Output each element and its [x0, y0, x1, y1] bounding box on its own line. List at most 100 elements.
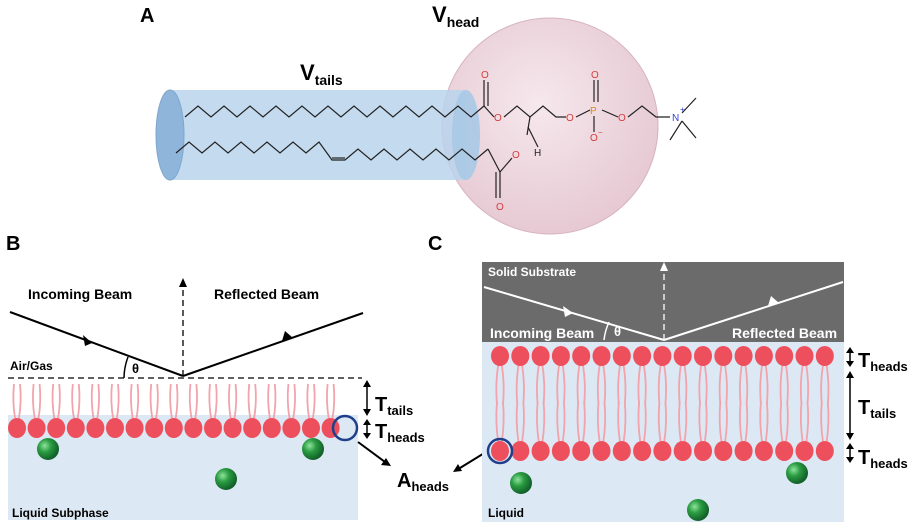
svg-text:Ttails: Ttails [858, 397, 896, 421]
lipid-molecule [184, 383, 203, 438]
ion-sphere [215, 468, 237, 490]
air-gas-label: Air/Gas [10, 359, 53, 373]
lipid-molecule [106, 383, 124, 438]
reflected-beam-label: Reflected Beam [214, 286, 319, 302]
lipid-molecule [673, 401, 692, 461]
reflected-beam-line [182, 312, 364, 377]
svg-text:O: O [591, 70, 599, 81]
svg-text:Theads: Theads [375, 421, 425, 445]
highlighted-head-circle [331, 414, 359, 442]
svg-text:P: P [590, 106, 597, 117]
lipid-molecule [531, 401, 550, 461]
lipid-molecule [815, 346, 834, 405]
lipid-monolayer [8, 383, 340, 438]
lipid-molecule [694, 346, 712, 405]
a-heads-annotation: Aheads [357, 441, 487, 494]
lipid-molecule [145, 383, 164, 438]
theta-label: θ [614, 324, 621, 339]
lipid-molecule [653, 346, 672, 405]
incoming-beam-label: Incoming Beam [28, 286, 132, 302]
v-head-label: Vhead [432, 2, 479, 30]
liquid-subphase-label: Liquid Subphase [12, 506, 109, 520]
t-heads-annotation: Theads [363, 419, 425, 445]
svg-text:O: O [566, 113, 574, 124]
angle-arc [123, 356, 129, 379]
tail-volume-cylinder [155, 89, 480, 181]
panel-a-letter: A [140, 5, 154, 27]
lipid-molecule [491, 346, 509, 405]
panel-c-letter: C [428, 233, 442, 255]
svg-text:N: N [672, 113, 679, 124]
svg-text:O: O [590, 133, 598, 144]
svg-text:+: + [680, 105, 685, 114]
lipid-molecule [551, 401, 570, 461]
lipid-molecule [572, 346, 591, 405]
lipid-molecule [633, 401, 652, 461]
ion-sphere [687, 499, 709, 521]
svg-text:H: H [534, 148, 541, 159]
lipid-bilayer [491, 346, 834, 461]
lipid-molecule [66, 383, 85, 438]
theta-label: θ [132, 361, 139, 376]
lipid-molecule [223, 383, 242, 438]
lipid-molecule [653, 401, 672, 461]
lipid-molecule [714, 346, 733, 405]
lipid-molecule [775, 346, 794, 405]
lipid-molecule [531, 346, 550, 405]
lipid-molecule [633, 346, 652, 405]
incoming-beam-line [483, 286, 665, 341]
lipid-molecule [694, 401, 712, 461]
molecule-atoms: O O O O O O O O − P N + H [481, 70, 685, 213]
lipid-molecule [282, 383, 301, 438]
svg-text:Aheads: Aheads [397, 470, 449, 494]
svg-text:O: O [512, 150, 520, 161]
lipid-molecule [551, 346, 570, 405]
lipid-molecule [204, 383, 222, 438]
lipid-molecule [572, 401, 591, 461]
t-tails-annotation: Ttails [846, 371, 896, 440]
reflected-beam-label: Reflected Beam [732, 325, 837, 341]
reflected-beam-line [663, 281, 844, 341]
lipid-molecule [125, 383, 144, 438]
svg-text:Theads: Theads [858, 350, 908, 374]
normal-arrow [660, 262, 668, 271]
lipid-molecule [511, 401, 530, 461]
t-tails-annotation: Ttails [363, 380, 413, 418]
ion-sphere [37, 438, 59, 460]
panel-b-letter: B [6, 233, 20, 255]
lipid-molecule [612, 401, 631, 461]
normal-arrow [179, 278, 187, 287]
lipid-molecule [511, 346, 530, 405]
highlighted-head-circle [486, 437, 514, 465]
lipid-molecule [795, 401, 814, 461]
svg-text:O: O [481, 70, 489, 81]
lipid-molecule [714, 401, 733, 461]
lipid-molecule [321, 383, 340, 438]
incoming-beam-arrow [563, 306, 573, 317]
lipid-molecule [86, 383, 105, 438]
t-heads-top-annotation: Theads [846, 347, 908, 374]
lipid-molecule [243, 383, 262, 438]
incoming-beam-label: Incoming Beam [490, 325, 594, 341]
liquid-label: Liquid [488, 506, 524, 520]
lipid-molecule [754, 401, 773, 461]
lipid-molecule [8, 383, 26, 438]
svg-text:O: O [494, 113, 502, 124]
popc-molecule [175, 80, 697, 198]
liquid-subphase-region [8, 415, 358, 520]
svg-text:O: O [618, 113, 626, 124]
svg-text:−: − [598, 128, 603, 137]
solid-substrate-label: Solid Substrate [488, 265, 576, 279]
incoming-beam-arrow [83, 335, 92, 346]
reflected-beam-arrow [282, 331, 293, 341]
lipid-molecule [775, 401, 794, 461]
panel-c: C Solid Substrate Liquid θ Incoming Beam… [428, 233, 908, 522]
lipid-molecule [734, 346, 753, 405]
lipid-molecule [815, 401, 834, 461]
incoming-beam-line [9, 311, 184, 377]
angle-arc [603, 321, 610, 341]
liquid-region [482, 342, 844, 522]
lipid-molecule [754, 346, 773, 405]
lipid-molecule [673, 346, 692, 405]
